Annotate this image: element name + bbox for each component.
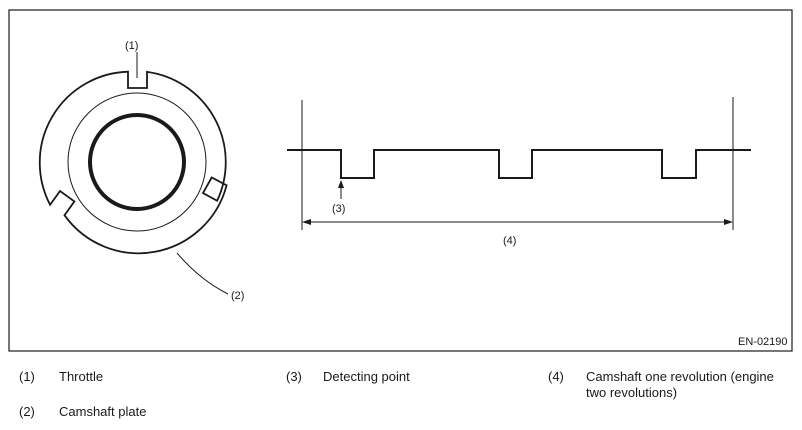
callout-3-arrowhead	[338, 180, 344, 188]
camshaft-plate-inner-ring	[67, 92, 207, 232]
camshaft-sensor-diagram: (1) (2) (3) (4) EN-02190	[8, 9, 793, 352]
camshaft-plate-outer-rim	[38, 70, 228, 255]
legend-item-3-number: (3)	[286, 369, 302, 384]
legend-item-2: (2) Camshaft plate	[19, 404, 269, 422]
legend-item-3: (3) Detecting point	[286, 369, 536, 387]
diagram-frame	[8, 9, 793, 352]
dimension-arrowhead-left	[302, 219, 311, 225]
legend-item-4-number: (4)	[548, 369, 564, 384]
dimension-arrowhead-right	[724, 219, 733, 225]
legend-item-1-number: (1)	[19, 369, 35, 384]
callout-4-label: (4)	[503, 235, 516, 247]
legend-item-1: (1) Throttle	[19, 369, 269, 387]
legend-item-2-text: Camshaft plate	[59, 404, 147, 419]
legend-item-2-number: (2)	[19, 404, 35, 419]
waveform-signal	[287, 149, 751, 179]
legend-item-3-text: Detecting point	[323, 369, 410, 384]
callout-1-label: (1)	[125, 40, 138, 52]
callout-3-label: (3)	[332, 203, 345, 215]
figure-id: EN-02190	[738, 336, 788, 348]
legend-item-4-text: Camshaft one revolution (engine two revo…	[586, 369, 774, 400]
sensor-waveform	[287, 97, 751, 230]
legend-item-1-text: Throttle	[59, 369, 104, 384]
callout-2-leader	[176, 252, 229, 295]
legend-item-4: (4) Camshaft one revolution (engine two …	[548, 369, 798, 405]
camshaft-plate	[38, 70, 228, 255]
callout-2-label: (2)	[231, 290, 244, 302]
camshaft-plate-hub	[88, 113, 186, 211]
